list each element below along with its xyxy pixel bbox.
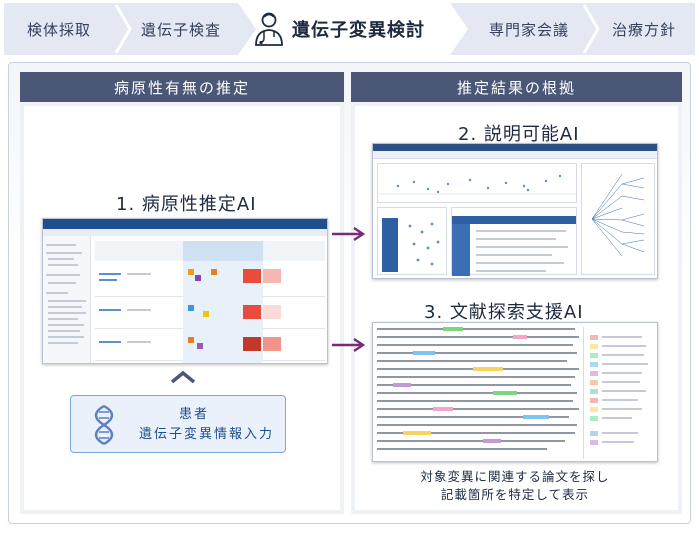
doctor-icon xyxy=(255,12,283,46)
step-label: 治療方針 xyxy=(611,20,676,39)
annotation-legend xyxy=(583,327,655,459)
heat-cell xyxy=(188,337,194,343)
highlight xyxy=(413,351,435,355)
arrow-right-icon xyxy=(332,338,366,352)
contribution-panel xyxy=(377,207,447,275)
pathogenicity-ai-caption: 1. 病原性推定AI xyxy=(116,194,257,215)
tree-diagram xyxy=(581,163,655,275)
heat-cell xyxy=(243,337,261,351)
screenshot-sidebar xyxy=(43,236,91,363)
patient-label: 患者 xyxy=(179,407,210,422)
heat-cell xyxy=(263,337,281,351)
heat-cell xyxy=(263,269,281,283)
highlight xyxy=(523,415,549,419)
patient-description: 遺伝子変異情報入力 xyxy=(139,427,275,442)
highlight xyxy=(513,335,527,339)
step-sample-collection: 検体採取 xyxy=(4,3,114,55)
step-label: 専門家会議 xyxy=(488,20,569,39)
contribution-bar xyxy=(382,218,398,272)
table-header-highlight xyxy=(183,241,263,261)
dna-icon xyxy=(94,404,114,446)
step-label: 遺伝子変異検討 xyxy=(292,20,425,41)
chevron-right-icon xyxy=(114,4,132,54)
step-label: 検体採取 xyxy=(26,20,91,39)
screenshot-navbar xyxy=(43,229,327,236)
chevron-up-icon xyxy=(170,370,196,384)
heat-cell xyxy=(195,275,201,281)
literature-note-line1: 対象変異に関連する論文を探し xyxy=(420,469,610,484)
step-label: 遺伝子検査 xyxy=(140,20,221,39)
heat-cell xyxy=(188,269,194,275)
scatter-strip xyxy=(377,163,577,203)
table-header xyxy=(452,216,576,224)
heat-cell xyxy=(211,269,217,275)
literature-note-line2: 記載箇所を特定して表示 xyxy=(440,487,590,502)
evidence-table xyxy=(451,207,577,276)
highlight xyxy=(473,367,503,371)
heat-cell xyxy=(197,343,203,349)
highlight xyxy=(483,439,501,443)
scatter-plot-thumbnail xyxy=(378,174,576,195)
workflow-steps: 検体採取 遺伝子検査 遺伝子変異検討 専門家会議 治療方針 xyxy=(4,3,695,55)
arrow-right-icon xyxy=(332,227,366,241)
highlight xyxy=(433,407,453,411)
patient-input-box: 患者 遺伝子変異情報入力 xyxy=(70,395,286,453)
explainable-ai-screenshot xyxy=(372,143,658,279)
highlight xyxy=(393,383,411,387)
pathogenicity-ai-screenshot xyxy=(42,218,328,364)
heat-cell xyxy=(263,305,281,319)
literature-search-screenshot xyxy=(372,322,658,462)
panel-title: 推定結果の根拠 xyxy=(351,72,682,102)
highlight xyxy=(443,327,463,331)
tree-diagram-thumbnail xyxy=(591,173,645,257)
heat-cell xyxy=(188,305,194,311)
screenshot-titlebar xyxy=(43,219,327,229)
chevron-right-icon xyxy=(582,4,600,54)
highlight xyxy=(493,391,517,395)
step-gene-test: 遺伝子検査 xyxy=(126,3,236,55)
table-side xyxy=(452,224,470,276)
explainable-ai-caption: 2. 説明可能AI xyxy=(458,124,580,145)
contribution-scatter xyxy=(408,222,440,266)
step-expert-meeting: 専門家会議 xyxy=(474,3,584,55)
step-treatment-plan: 治療方針 xyxy=(594,3,694,55)
heat-cell xyxy=(203,311,209,317)
literature-ai-caption: 3. 文献探索支援AI xyxy=(424,302,584,323)
panel-title: 病原性有無の推定 xyxy=(20,72,344,102)
screenshot-titlebar xyxy=(373,144,657,151)
highlight xyxy=(403,431,431,435)
step-mutation-review: 遺伝子変異検討 xyxy=(252,3,462,55)
screenshot-tabs xyxy=(373,151,657,159)
heat-cell xyxy=(243,269,261,283)
heat-cell xyxy=(243,305,261,319)
active-step-background xyxy=(238,3,468,55)
